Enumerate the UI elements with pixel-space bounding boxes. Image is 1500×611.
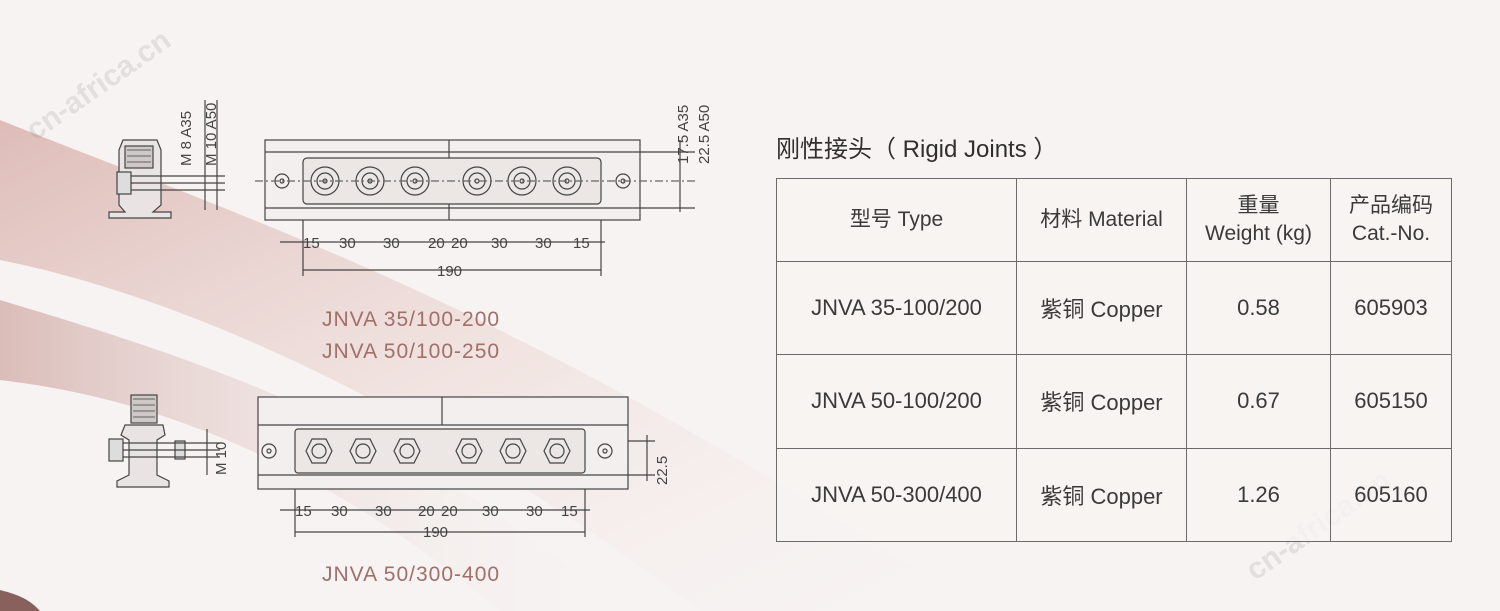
spacing-label: 30 xyxy=(526,503,543,520)
spacing-label: 30 xyxy=(375,503,392,520)
top-plan-view xyxy=(255,139,695,221)
top-joint-drawing: M 8 A35 M 10 A50 17.5 A35 22.5 A50 15 30… xyxy=(108,100,713,280)
table-row: JNVA 50-100/200 紫铜 Copper 0.67 605150 xyxy=(776,354,1452,449)
side-label-m10: M 10 xyxy=(213,442,230,475)
model-label: JNVA 50/100-250 xyxy=(322,340,501,363)
cell-type: JNVA 50-300/400 xyxy=(776,447,1017,543)
spacing-label: 15 xyxy=(561,503,578,520)
height-label-a35: 17.5 A35 xyxy=(675,105,692,164)
spacing-label: 30 xyxy=(331,503,348,520)
bottom-joint-drawing: M 10 22.5 15 30 30 20 20 30 30 15 190 xyxy=(108,394,671,541)
height-label-22-5: 22.5 xyxy=(654,456,671,485)
spacing-label: 20 xyxy=(428,235,445,252)
cell-weight: 0.67 xyxy=(1186,354,1331,449)
spacing-label: 30 xyxy=(491,235,508,252)
cell-weight: 1.26 xyxy=(1186,447,1331,543)
cell-cat-no: 605160 xyxy=(1330,447,1452,543)
side-label-a50: M 10 A50 xyxy=(203,103,220,166)
side-label-a35: M 8 A35 xyxy=(178,111,195,166)
spacing-label: 20 xyxy=(451,235,468,252)
model-label: JNVA 35/100-200 xyxy=(322,308,501,331)
bottom-side-section xyxy=(108,394,220,488)
table-row: JNVA 50-300/400 紫铜 Copper 1.26 605160 xyxy=(776,447,1452,543)
total-length-label: 190 xyxy=(437,263,462,280)
spacing-label: 15 xyxy=(303,235,320,252)
hex-bolt-row xyxy=(305,438,571,464)
header-weight: 重量 Weight (kg) xyxy=(1186,178,1331,262)
header-material: 材料 Material xyxy=(1016,178,1187,262)
header-cat-no: 产品编码 Cat.-No. xyxy=(1330,178,1452,262)
top-side-section xyxy=(108,100,225,219)
spacing-label: 15 xyxy=(573,235,590,252)
cell-type: JNVA 35-100/200 xyxy=(776,260,1017,356)
cell-material: 紫铜 Copper xyxy=(1016,260,1187,356)
model-label: JNVA 50/300-400 xyxy=(322,563,501,586)
spacing-label: 30 xyxy=(383,235,400,252)
spacing-label: 30 xyxy=(339,235,356,252)
cell-weight: 0.58 xyxy=(1186,260,1331,356)
cell-type: JNVA 50-100/200 xyxy=(776,354,1017,449)
total-length-label: 190 xyxy=(423,524,448,541)
spacing-label: 30 xyxy=(535,235,552,252)
cell-material: 紫铜 Copper xyxy=(1016,354,1187,449)
bottom-plan-view xyxy=(257,396,655,490)
spacing-label: 20 xyxy=(441,503,458,520)
header-type: 型号 Type xyxy=(776,178,1017,262)
spacing-label: 20 xyxy=(418,503,435,520)
cell-cat-no: 605903 xyxy=(1330,260,1452,356)
section-title: 刚性接头（ Rigid Joints ） xyxy=(776,136,1058,163)
table-row: JNVA 35-100/200 紫铜 Copper 0.58 605903 xyxy=(776,260,1452,356)
cell-cat-no: 605150 xyxy=(1330,354,1452,449)
cell-material: 紫铜 Copper xyxy=(1016,447,1187,543)
spacing-label: 30 xyxy=(482,503,499,520)
table-header-row: 型号 Type 材料 Material 重量 Weight (kg) 产品编码 … xyxy=(776,178,1452,262)
height-label-a50: 22.5 A50 xyxy=(696,105,713,164)
spacing-label: 15 xyxy=(295,503,312,520)
spec-table: 型号 Type 材料 Material 重量 Weight (kg) 产品编码 … xyxy=(776,178,1452,543)
